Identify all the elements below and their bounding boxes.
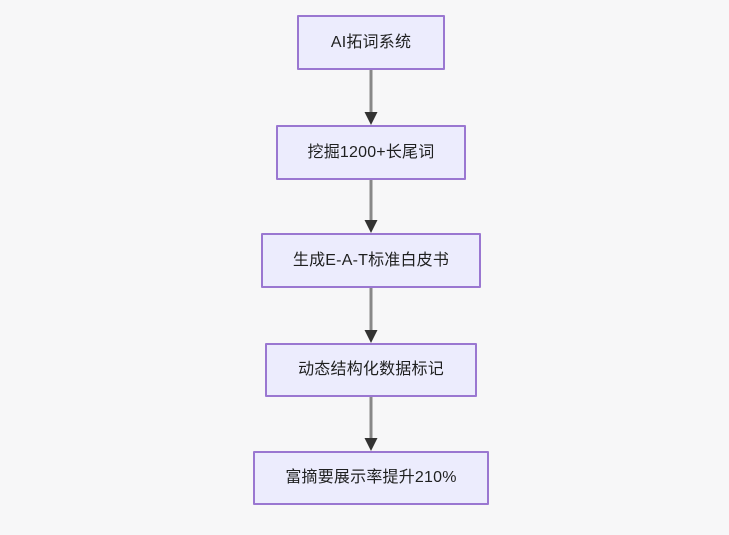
edge-node2-to-node3 [355, 178, 387, 236]
flowchart-node-rich-snippet-impression-increase[interactable]: 富摘要展示率提升210% [253, 451, 489, 505]
edge-node1-to-node2 [355, 68, 387, 128]
node-label: 挖掘1200+长尾词 [307, 143, 435, 161]
node-label: 动态结构化数据标记 [298, 361, 444, 379]
node-label: 生成E-A-T标准白皮书 [292, 251, 450, 269]
flowchart-node-mine-longtail-keywords[interactable]: 挖掘1200+长尾词 [276, 125, 466, 180]
edge-node4-to-node5 [355, 395, 387, 454]
flowchart-node-ai-keyword-system[interactable]: AI拓词系统 [297, 15, 445, 70]
flowchart-node-dynamic-structured-data-markup[interactable]: 动态结构化数据标记 [265, 343, 477, 397]
flowchart-node-generate-eat-whitepaper[interactable]: 生成E-A-T标准白皮书 [261, 233, 481, 288]
node-label: 富摘要展示率提升210% [285, 469, 457, 487]
node-label: AI拓词系统 [330, 33, 412, 51]
edge-node3-to-node4 [355, 286, 387, 346]
